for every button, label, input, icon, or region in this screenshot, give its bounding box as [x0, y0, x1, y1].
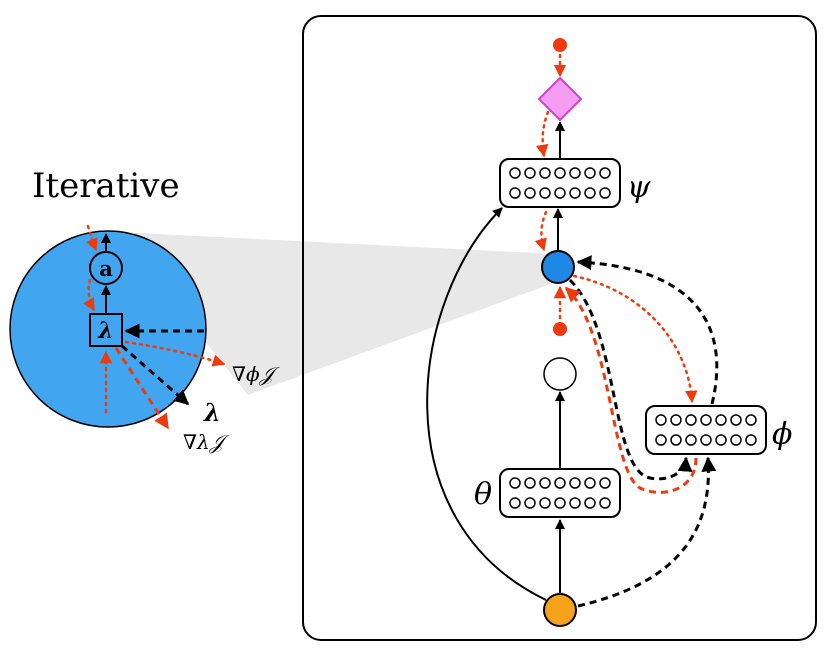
red-dotted-to-grad-phi [124, 340, 226, 367]
lambda-output-label: λ [203, 398, 221, 427]
psi-neuron-grid [509, 167, 611, 199]
node-lambda-box [89, 313, 123, 347]
red-dotted-into-a [86, 224, 98, 252]
loss-diamond [537, 76, 583, 122]
phi-label: ϕ [772, 417, 792, 452]
left-panel-title: Iterative [32, 166, 180, 206]
dashed-input-to-phi [577, 456, 717, 608]
theta-label: θ [474, 477, 492, 512]
psi-label: ψ [627, 170, 651, 205]
psi-network-box [499, 158, 621, 208]
red-dotted-diamond-to-psi [535, 110, 550, 158]
grad-lambda-label: ∇λ𝒥 [183, 430, 231, 454]
latent-node-blue [541, 250, 575, 284]
red-dotted-blue-to-phi [572, 274, 698, 404]
middle-red-dot [553, 322, 567, 336]
phi-network-box [645, 405, 767, 455]
dashed-blue-to-phi-loop [568, 278, 693, 481]
phi-neuron-grid [655, 414, 757, 446]
grad-phi-label: ∇ϕ𝒥 [232, 362, 281, 386]
input-node-orange [543, 593, 577, 627]
arrow-input-to-psi-arc [426, 207, 547, 601]
theta-network-box [499, 468, 621, 518]
red-dashed-to-grad-lambda [114, 347, 170, 430]
top-red-dot [553, 38, 567, 52]
dashed-phi-to-blue [576, 255, 719, 405]
black-dashed-to-lambda-out [121, 344, 190, 406]
right-panel-frame [302, 15, 817, 641]
red-dotted-into-lambda [82, 278, 96, 312]
white-node [543, 357, 577, 391]
red-dotted-psi-to-blue [534, 210, 548, 252]
node-a-label: a [99, 256, 113, 281]
theta-neuron-grid [509, 477, 611, 509]
zoom-projection-wedge [118, 232, 556, 395]
node-lambda-label: λ [97, 318, 113, 344]
